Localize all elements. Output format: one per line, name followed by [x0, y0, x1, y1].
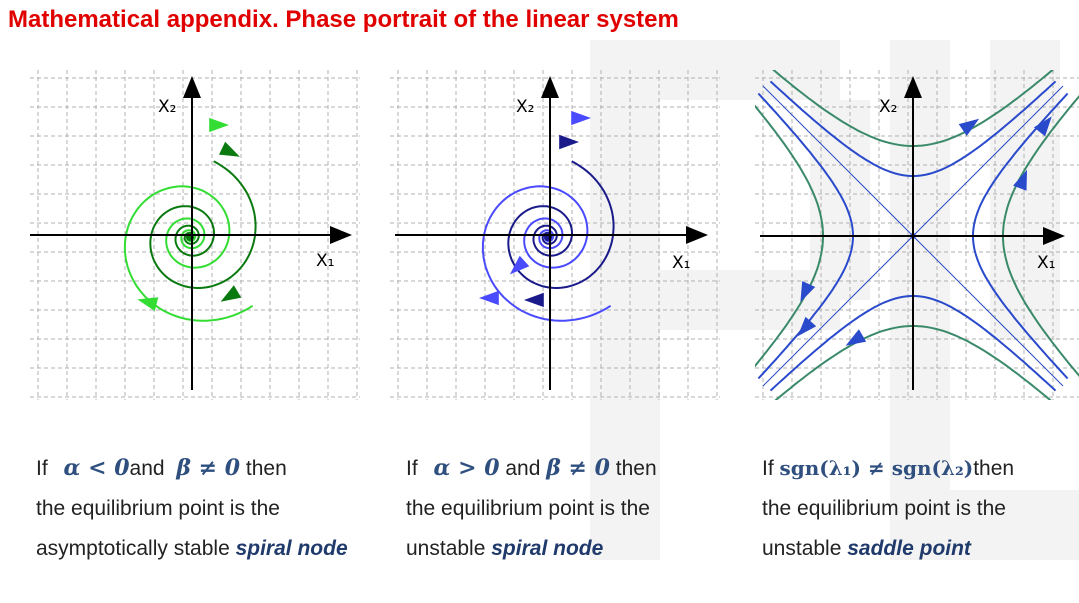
trajectory-arrow [219, 141, 240, 157]
trajectory-arrow [571, 110, 591, 126]
trajectory-arrow [958, 118, 980, 136]
axes [395, 76, 708, 390]
y-axis-arrow [541, 76, 559, 98]
spiral-trajectory [149, 160, 257, 289]
y-axis-label: X₂ [158, 97, 176, 117]
caption-and: and [129, 457, 165, 480]
trajectory-arrow [845, 329, 867, 346]
caption-then: then [245, 457, 287, 480]
page-title: Mathematical appendix. Phase portrait of… [8, 6, 679, 33]
x-axis-arrow [686, 226, 708, 244]
y-axis-arrow [904, 76, 922, 98]
caption-line-3: unstable saddle point [762, 529, 1079, 569]
condition-beta: β ≠ 0 [176, 455, 241, 481]
caption-highlight: spiral node [235, 537, 348, 560]
trajectory-arrow [137, 297, 159, 311]
spiral-trajectory [507, 160, 615, 289]
y-axis-arrow [183, 76, 201, 98]
watermark-logo [590, 40, 1079, 560]
caption-line-1: If sgn(λ₁) ≠ sgn(λ₂)then [762, 448, 1079, 489]
caption-line-3: asymptotically stable spiral node [36, 529, 366, 569]
caption-saddle: If sgn(λ₁) ≠ sgn(λ₂)then the equilibrium… [762, 448, 1079, 569]
trajectory-arrow [559, 134, 579, 150]
caption-if: If [36, 457, 48, 480]
trajectories [479, 110, 615, 322]
caption-line-2: the equilibrium point is the [36, 497, 280, 520]
condition-alpha: α < 0 [63, 455, 130, 481]
caption-and: and [505, 457, 541, 480]
caption-line-1: If α > 0 and β ≠ 0 then [406, 448, 736, 489]
caption-highlight: spiral node [491, 537, 604, 560]
trajectory-arrow [800, 281, 816, 302]
x-axis-label: X₁ [316, 251, 334, 271]
axes [30, 76, 352, 390]
y-axis-label: X₂ [516, 97, 534, 117]
trajectory-arrow [1013, 169, 1027, 191]
x-axis-arrow [330, 226, 352, 244]
trajectory-arrow [509, 255, 530, 275]
x-axis-arrow [1043, 227, 1065, 245]
caption-if: If [406, 457, 418, 480]
caption-line-1: If α < 0and β ≠ 0 then [36, 448, 366, 489]
trajectory-arrow [220, 285, 242, 302]
phase-portrait-stable-spiral: X₁ X₂ [30, 70, 360, 400]
trajectory-arrow [209, 117, 229, 133]
caption-stable-spiral: If α < 0and β ≠ 0 then the equilibrium p… [36, 448, 366, 569]
caption-then: then [615, 457, 657, 480]
caption-type: unstable [406, 537, 486, 560]
caption-type: asymptotically stable [36, 537, 230, 560]
trajectory-arrow [797, 316, 817, 337]
caption-unstable-spiral: If α > 0 and β ≠ 0 then the equilibrium … [406, 448, 736, 569]
caption-then: then [973, 457, 1015, 480]
condition-alpha: α > 0 [433, 455, 500, 481]
x-axis-label: X₁ [1037, 253, 1055, 273]
grid [30, 70, 360, 400]
caption-line-2: the equilibrium point is the [406, 497, 650, 520]
trajectories [123, 117, 257, 322]
phase-portrait-saddle: X₁ X₂ [755, 70, 1079, 400]
caption-if: If [762, 457, 774, 480]
axes [760, 76, 1065, 390]
phase-portrait-unstable-spiral: X₁ X₂ [390, 70, 720, 400]
grid [390, 70, 720, 400]
trajectory-arrow [479, 290, 499, 306]
caption-highlight: saddle point [847, 537, 971, 560]
y-axis-label: X₂ [879, 97, 897, 117]
x-axis-label: X₁ [672, 253, 690, 273]
caption-line-3: unstable spiral node [406, 529, 736, 569]
condition-beta: β ≠ 0 [546, 455, 610, 481]
caption-type: unstable [762, 537, 842, 560]
caption-line-2: the equilibrium point is the [762, 497, 1006, 520]
condition-sgn: sgn(λ₁) ≠ sgn(λ₂) [779, 456, 974, 480]
trajectory-arrow [1033, 116, 1052, 137]
trajectory-arrow [524, 292, 544, 308]
